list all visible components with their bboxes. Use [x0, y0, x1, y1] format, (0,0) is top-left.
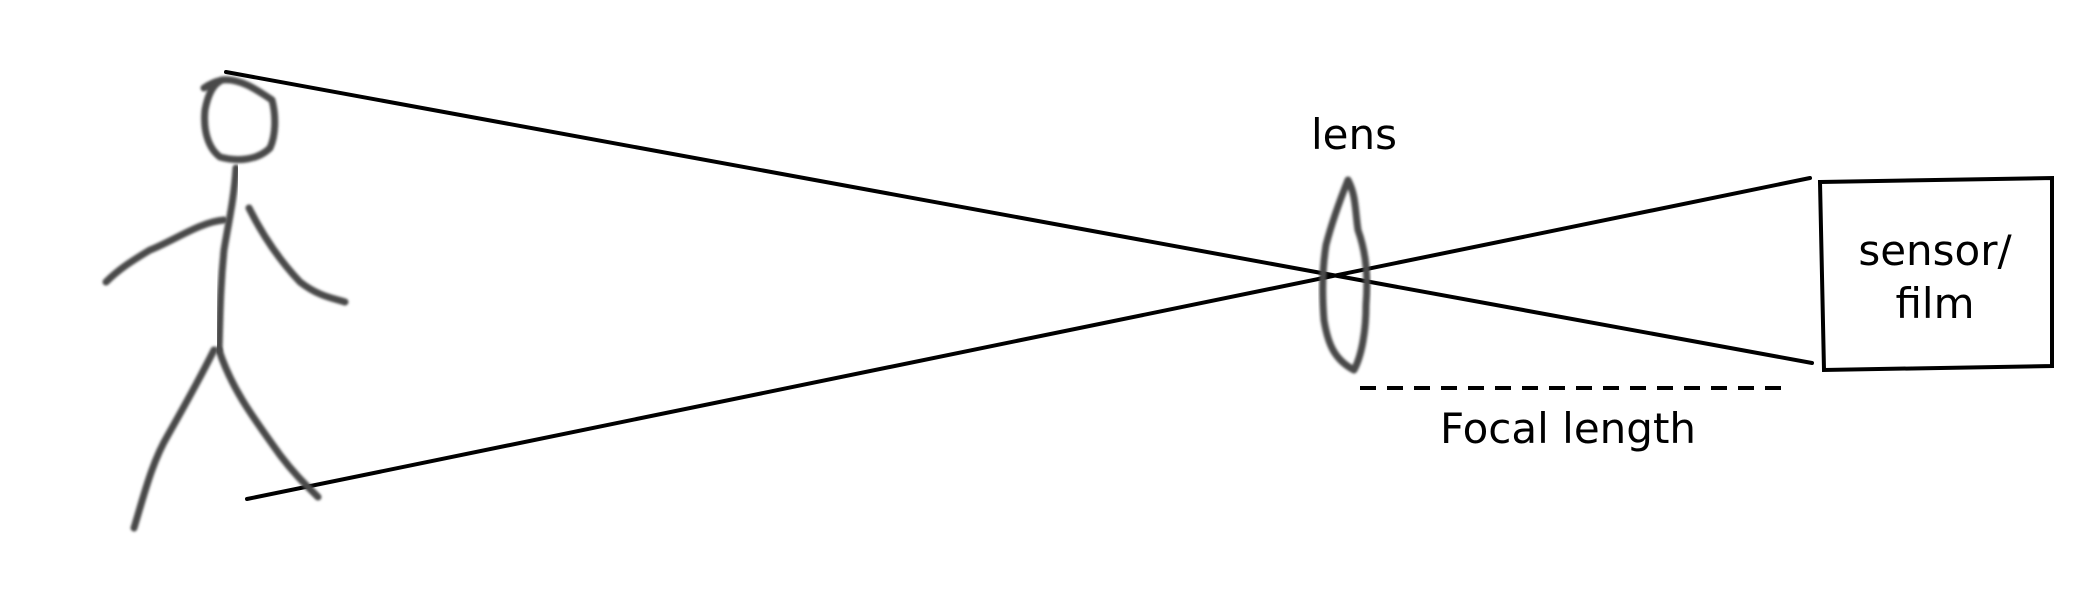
person-left-arm: [102, 216, 228, 286]
person-right-leg: [215, 346, 322, 501]
lens-label: lens: [1311, 110, 1397, 159]
sensor-film-box: [1817, 175, 2054, 373]
person-right-arm: [245, 204, 349, 306]
sensor-label-line1: sensor/: [1858, 226, 2012, 275]
sensor-label-line2: film: [1895, 279, 1974, 328]
ray-bottom: [245, 176, 1812, 501]
lens-shape: [1319, 176, 1371, 374]
person-head: [200, 76, 279, 164]
stick-figure-person: [102, 76, 349, 532]
ray-top: [224, 70, 1814, 365]
person-torso: [215, 164, 240, 354]
person-left-leg: [130, 346, 218, 532]
focal-length-label: Focal length: [1440, 404, 1696, 453]
